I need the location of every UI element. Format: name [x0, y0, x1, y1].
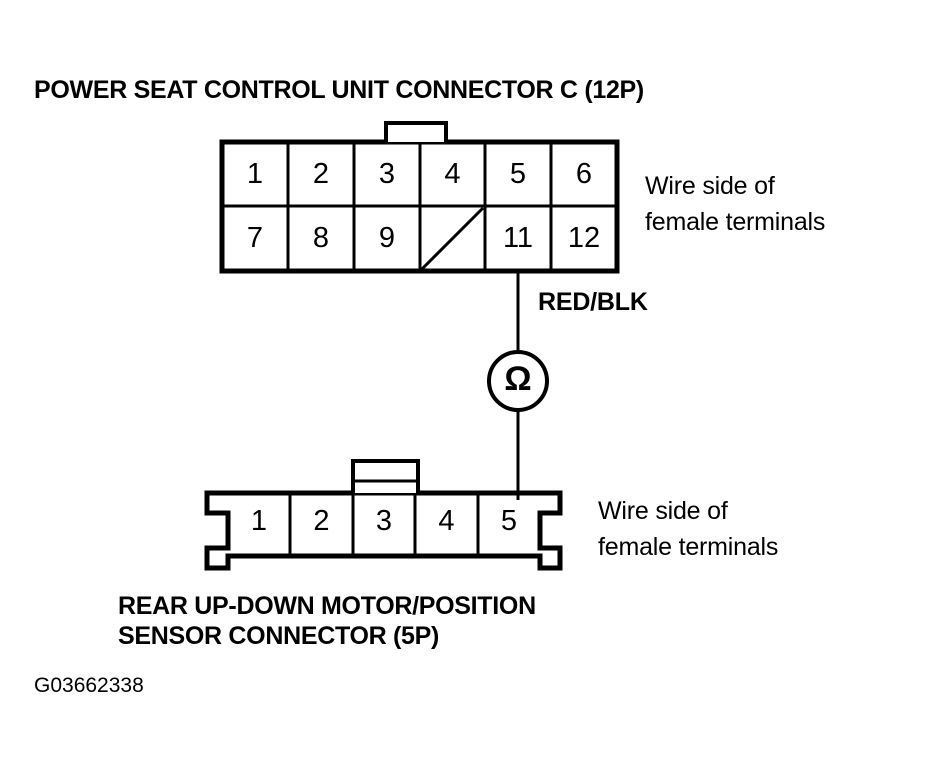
bottom-connector-note-line-2: female terminals — [598, 533, 779, 561]
ohmmeter-symbol — [487, 350, 549, 412]
bottom-connector-outline — [204, 490, 563, 571]
bottom-connector-pin-4: 4 — [438, 505, 455, 537]
bottom-connector-pin-5: 5 — [500, 505, 518, 537]
top-connector-note-line-2: female terminals — [645, 208, 826, 236]
bottom-connector-title-line-2: SENSOR CONNECTOR (5P) — [118, 622, 440, 650]
top-connector-pin-6: 6 — [575, 158, 593, 190]
top-connector-pin-12: 12 — [567, 222, 601, 254]
top-connector-pin-3: 3 — [378, 158, 396, 190]
top-connector-pin-7: 7 — [246, 222, 264, 254]
bottom-connector-pin-3: 3 — [375, 505, 393, 537]
bottom-connector-title-line-1: REAR UP-DOWN MOTOR/POSITION — [118, 592, 536, 620]
top-connector-pin-11: 11 — [502, 222, 534, 254]
bottom-connector-tab — [351, 459, 420, 493]
bottom-connector-pin-2: 2 — [313, 505, 330, 537]
bottom-connector-note-line-1: Wire side of — [598, 497, 728, 525]
top-connector-note-line-1: Wire side of — [645, 172, 775, 200]
figure-code: G03662338 — [34, 674, 144, 697]
blank-cavity-slash — [420, 206, 485, 271]
top-connector-pin-4: 4 — [444, 158, 461, 190]
top-connector-pin-8: 8 — [312, 222, 330, 254]
ohm-glyph: Ω — [504, 360, 532, 398]
top-connector-pin-9: 9 — [378, 222, 396, 254]
top-connector-pin-1: 1 — [246, 158, 264, 190]
bottom-connector-pin-1: 1 — [250, 505, 268, 537]
wire-color-label: RED/BLK — [538, 288, 648, 316]
top-connector-title: POWER SEAT CONTROL UNIT CONNECTOR C (12P… — [34, 76, 644, 104]
top-connector-tab — [384, 121, 448, 142]
top-connector-pin-2: 2 — [312, 158, 330, 190]
top-connector-pin-5: 5 — [509, 158, 527, 190]
